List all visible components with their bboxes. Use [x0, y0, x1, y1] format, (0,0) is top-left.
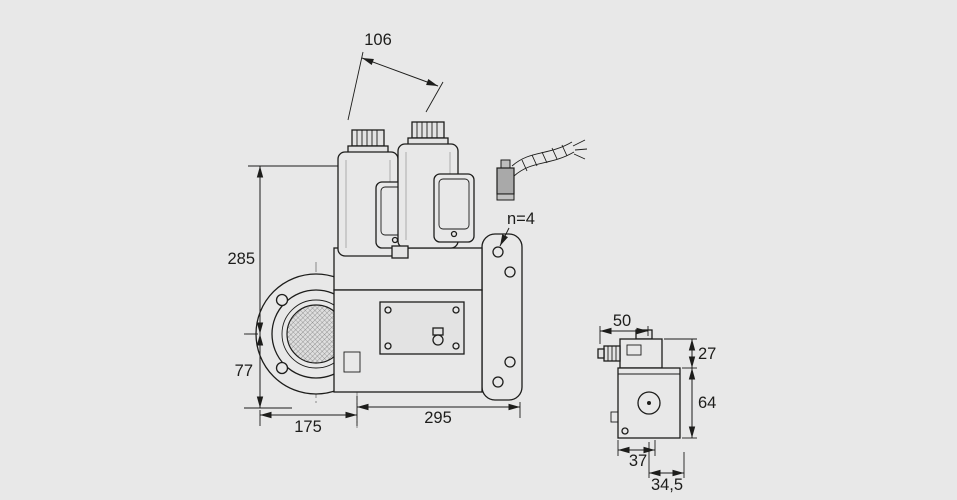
control-plate [379, 301, 465, 355]
note-n4-label: n=4 [507, 210, 535, 228]
solenoid-coil-right [391, 121, 475, 259]
dimension-295: 295 [357, 402, 521, 427]
dimension-27: 27 [664, 338, 716, 369]
right-flange [481, 233, 523, 401]
dimension-106-label: 106 [364, 31, 392, 49]
dimension-34-5: 34,5 [648, 442, 685, 494]
note-n4: n=4 [499, 210, 535, 247]
valve-body [333, 247, 483, 393]
dimension-64: 64 [682, 368, 716, 439]
dimension-285: 285 [227, 165, 338, 335]
dimension-106: 106 [347, 31, 444, 121]
dimension-175-label: 175 [294, 418, 322, 436]
dimension-77-label: 77 [235, 362, 253, 380]
plug-body [496, 167, 515, 195]
cable-plug [496, 139, 588, 201]
side-view: 50 27 64 37 34,5 [597, 312, 716, 494]
cable-wires [511, 139, 588, 177]
coil-bridge [391, 245, 409, 259]
main-view: 106 285 77 175 295 [227, 31, 588, 436]
test-nipple [432, 327, 444, 336]
dimension-37-label: 37 [629, 452, 647, 470]
coil-plate-right [433, 173, 475, 243]
dimension-175: 175 [259, 396, 358, 436]
dimension-77: 77 [235, 334, 292, 409]
dimension-50: 50 [599, 312, 649, 344]
dimension-27-label: 27 [698, 345, 716, 363]
side-tab [610, 411, 619, 423]
dimension-295-label: 295 [424, 409, 452, 427]
dimension-50-label: 50 [613, 312, 631, 330]
side-body-screw [621, 427, 629, 435]
side-component [597, 329, 681, 439]
dimension-64-label: 64 [698, 394, 716, 412]
dimension-34-5-label: 34,5 [651, 476, 683, 494]
dimension-285-label: 285 [227, 250, 255, 268]
body-detail [343, 351, 361, 373]
dimension-37: 37 [617, 440, 656, 470]
